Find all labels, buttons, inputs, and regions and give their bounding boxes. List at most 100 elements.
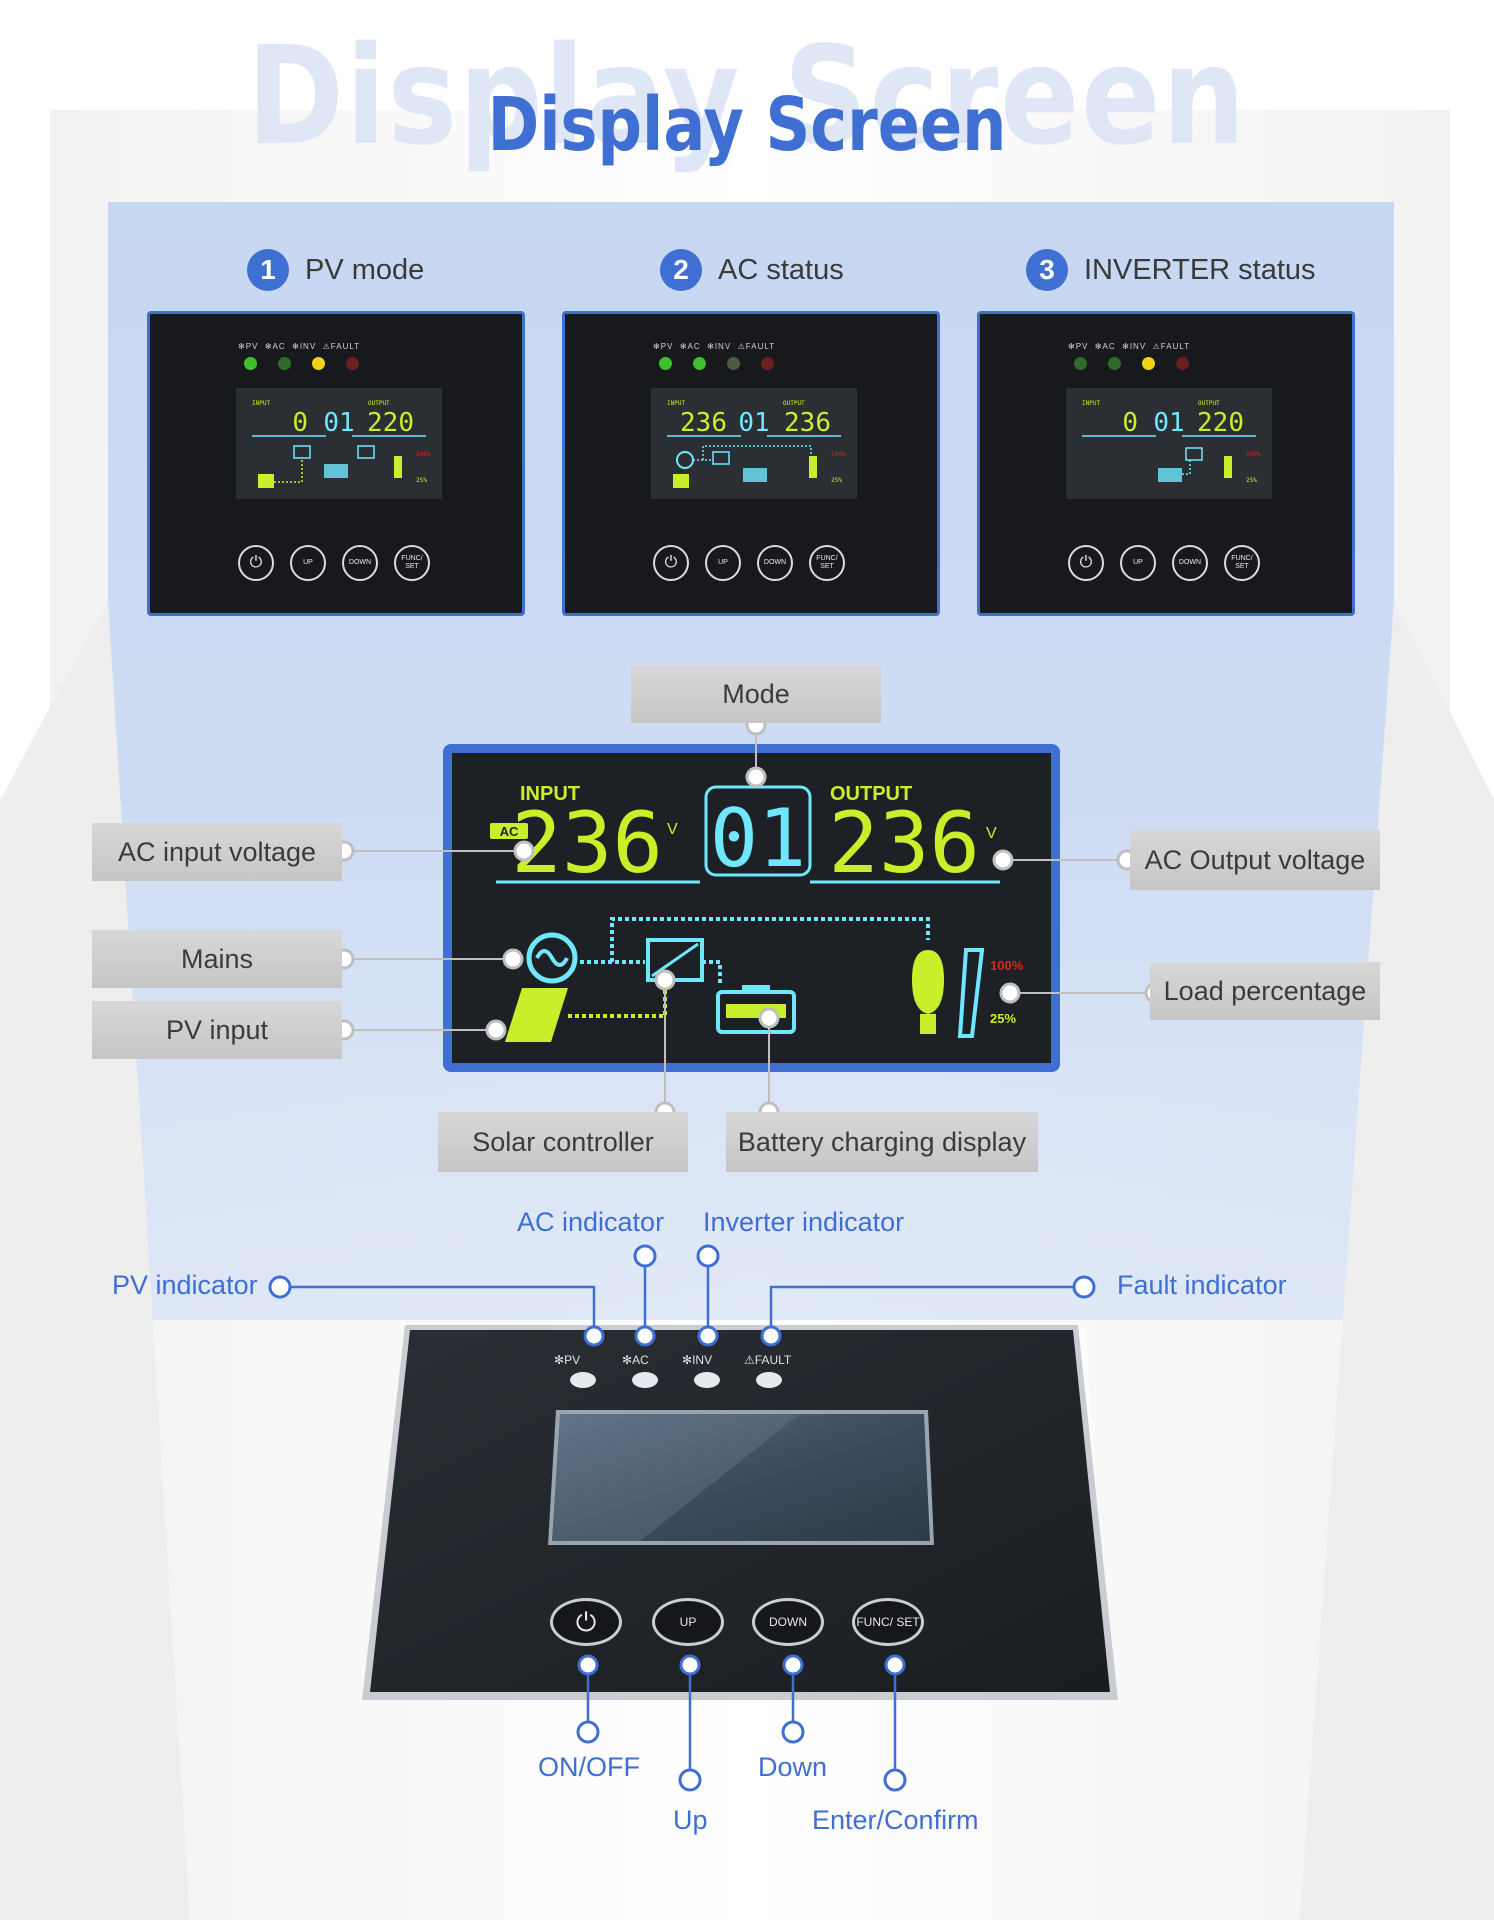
panel-leds — [1074, 357, 1210, 375]
label-pv-indicator: PV indicator — [112, 1270, 258, 1300]
ac-led — [1108, 357, 1121, 370]
down-label: DOWN — [348, 559, 372, 566]
callout-ac-output-voltage: AC Output voltage — [1130, 830, 1380, 890]
svg-text:25%: 25% — [1246, 477, 1257, 484]
down-label: DOWN — [769, 1615, 807, 1629]
label-ac-indicator: AC indicator — [517, 1207, 665, 1237]
panel-inverter-status: ✻PV ✻AC ✻INV ⚠FAULT INPUT OUTPUT 0 01 22… — [977, 311, 1355, 616]
device-power-button[interactable]: ⏻ — [550, 1598, 622, 1646]
svg-text:OUTPUT: OUTPUT — [368, 400, 390, 407]
up-button[interactable]: UP — [1120, 545, 1156, 581]
device-led-inv — [694, 1372, 720, 1388]
device-up-button[interactable]: UP — [652, 1598, 724, 1646]
device-indicator-inv: ✻INV — [682, 1353, 713, 1367]
step-number: 3 — [1026, 249, 1068, 291]
svg-text:OUTPUT: OUTPUT — [1198, 400, 1220, 407]
label-inverter-indicator: Inverter indicator — [703, 1207, 905, 1237]
func-label: FUNC/ SET — [401, 555, 423, 570]
func-set-button[interactable]: FUNC/ SET — [809, 545, 845, 581]
power-icon: ⏻ — [249, 554, 263, 571]
ac-led — [693, 357, 706, 370]
svg-text:INPUT: INPUT — [1082, 400, 1100, 407]
down-button[interactable]: DOWN — [342, 545, 378, 581]
mini-input-value: 0 — [292, 408, 308, 438]
callout-mains: Mains — [92, 930, 342, 988]
pv-led — [659, 357, 672, 370]
callout-mode: Mode — [631, 665, 881, 723]
inv-led — [1142, 357, 1155, 370]
fault-led — [346, 357, 359, 370]
mode-label: AC status — [718, 253, 844, 286]
down-label: DOWN — [1178, 559, 1202, 566]
device-down-button[interactable]: DOWN — [752, 1598, 824, 1646]
callout-ac-input-voltage: AC input voltage — [92, 823, 342, 881]
inv-led — [312, 357, 325, 370]
up-label: UP — [1133, 559, 1143, 566]
step-number: 1 — [247, 249, 289, 291]
mini-lcd: INPUT OUTPUT 0 01 220 100% 25% — [236, 388, 442, 499]
label-on-off: ON/OFF — [538, 1752, 640, 1782]
panel-buttons: ⏻ UP DOWN FUNC/ SET — [653, 545, 845, 581]
panel-leds — [244, 357, 380, 375]
mode-label: PV mode — [305, 253, 425, 286]
pv-led — [244, 357, 257, 370]
mini-output-value: 220 — [1197, 408, 1244, 438]
up-label: UP — [679, 1615, 697, 1629]
page-title: Display Screen — [487, 82, 1007, 168]
down-button[interactable]: DOWN — [757, 545, 793, 581]
device-led-fault — [756, 1372, 782, 1388]
power-icon: ⏻ — [664, 554, 678, 571]
svg-text:25%: 25% — [831, 477, 842, 484]
mode-title-inverter: 3 INVERTER status — [1026, 248, 1316, 292]
label-down: Down — [758, 1752, 828, 1782]
up-label: UP — [303, 559, 313, 566]
label-up: Up — [673, 1805, 708, 1835]
step-number: 2 — [660, 249, 702, 291]
panel-buttons: ⏻ UP DOWN FUNC/ SET — [1068, 545, 1260, 581]
svg-text:OUTPUT: OUTPUT — [783, 400, 805, 407]
up-button[interactable]: UP — [705, 545, 741, 581]
func-label: FUNC/ SET — [1231, 555, 1253, 570]
down-button[interactable]: DOWN — [1172, 545, 1208, 581]
mini-mode-value: 01 — [738, 408, 769, 438]
power-button[interactable]: ⏻ — [238, 545, 274, 581]
device-indicator-ac: ✻AC — [622, 1353, 649, 1367]
panel-indicator-labels: ✻PV ✻AC ✻INV ⚠FAULT — [653, 342, 776, 351]
up-button[interactable]: UP — [290, 545, 326, 581]
callout-load-percentage: Load percentage — [1150, 962, 1380, 1020]
callout-pv-input: PV input — [92, 1001, 342, 1059]
mini-mode-value: 01 — [323, 408, 354, 438]
fault-led — [1176, 357, 1189, 370]
label-enter-confirm: Enter/Confirm — [812, 1805, 979, 1835]
device-func-set-button[interactable]: FUNC/ SET — [852, 1598, 924, 1646]
power-button[interactable]: ⏻ — [653, 545, 689, 581]
mini-output-value: 220 — [367, 408, 414, 438]
panel-leds — [659, 357, 795, 375]
device-indicator-pv: ✻PV — [554, 1353, 581, 1367]
device-led-ac — [632, 1372, 658, 1388]
power-icon: ⏻ — [575, 1607, 597, 1637]
mode-title-ac: 2 AC status — [660, 248, 844, 292]
device-led-pv — [570, 1372, 596, 1388]
svg-text:INPUT: INPUT — [252, 400, 270, 407]
panel-indicator-labels: ✻PV ✻AC ✻INV ⚠FAULT — [238, 342, 361, 351]
panel-buttons: ⏻ UP DOWN FUNC/ SET — [238, 545, 430, 581]
func-label: FUNC/ SET — [856, 1615, 920, 1629]
func-set-button[interactable]: FUNC/ SET — [1224, 545, 1260, 581]
power-button[interactable]: ⏻ — [1068, 545, 1104, 581]
mini-lcd: INPUT OUTPUT 236 01 236 100% 25% — [651, 388, 857, 499]
svg-text:100%: 100% — [831, 451, 846, 458]
callout-battery-charging: Battery charging display — [726, 1112, 1038, 1172]
panel-ac-status: ✻PV ✻AC ✻INV ⚠FAULT INPUT OUTPUT 236 01 … — [562, 311, 940, 616]
mini-lcd: INPUT OUTPUT 0 01 220 100% 25% — [1066, 388, 1272, 499]
up-label: UP — [718, 559, 728, 566]
panel-indicator-labels: ✻PV ✻AC ✻INV ⚠FAULT — [1068, 342, 1191, 351]
mode-label: INVERTER status — [1084, 253, 1316, 286]
mini-output-value: 236 — [784, 408, 831, 438]
func-set-button[interactable]: FUNC/ SET — [394, 545, 430, 581]
callout-solar-controller: Solar controller — [438, 1112, 688, 1172]
panel-pv-mode: ✻PV ✻AC ✻INV ⚠FAULT INPUT OUTPUT 0 01 22… — [147, 311, 525, 616]
mode-title-pv: 1 PV mode — [247, 248, 424, 292]
fault-led — [761, 357, 774, 370]
